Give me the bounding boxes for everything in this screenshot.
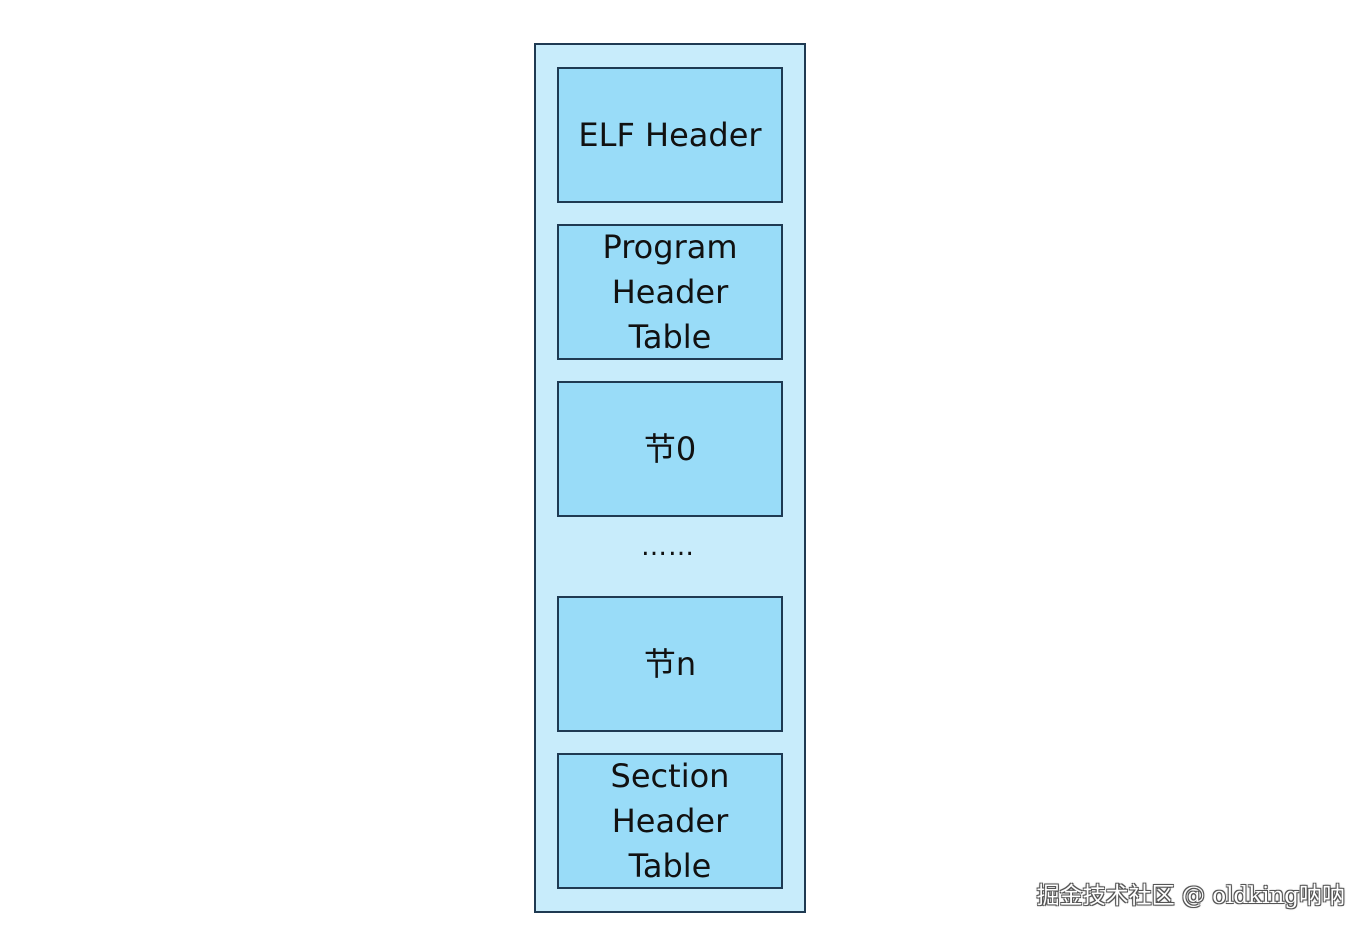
- ellipsis-text: ……: [641, 532, 695, 562]
- section-header-table-block: Section Header Table: [557, 753, 783, 889]
- section-header-table-label: Section Header Table: [610, 756, 730, 885]
- elf-header-label: ELF Header: [578, 115, 762, 154]
- elf-header-block: ELF Header: [557, 67, 783, 203]
- section-0-block: 节0: [557, 381, 783, 517]
- section-n-label: 节n: [643, 644, 697, 683]
- section-0-label: 节0: [643, 429, 697, 468]
- section-n-block: 节n: [557, 596, 783, 732]
- program-header-table-block: Program Header Table: [557, 224, 783, 360]
- program-header-table-label: Program Header Table: [602, 227, 738, 356]
- watermark: 掘金技术社区 @ oldking呐呐: [1036, 883, 1345, 909]
